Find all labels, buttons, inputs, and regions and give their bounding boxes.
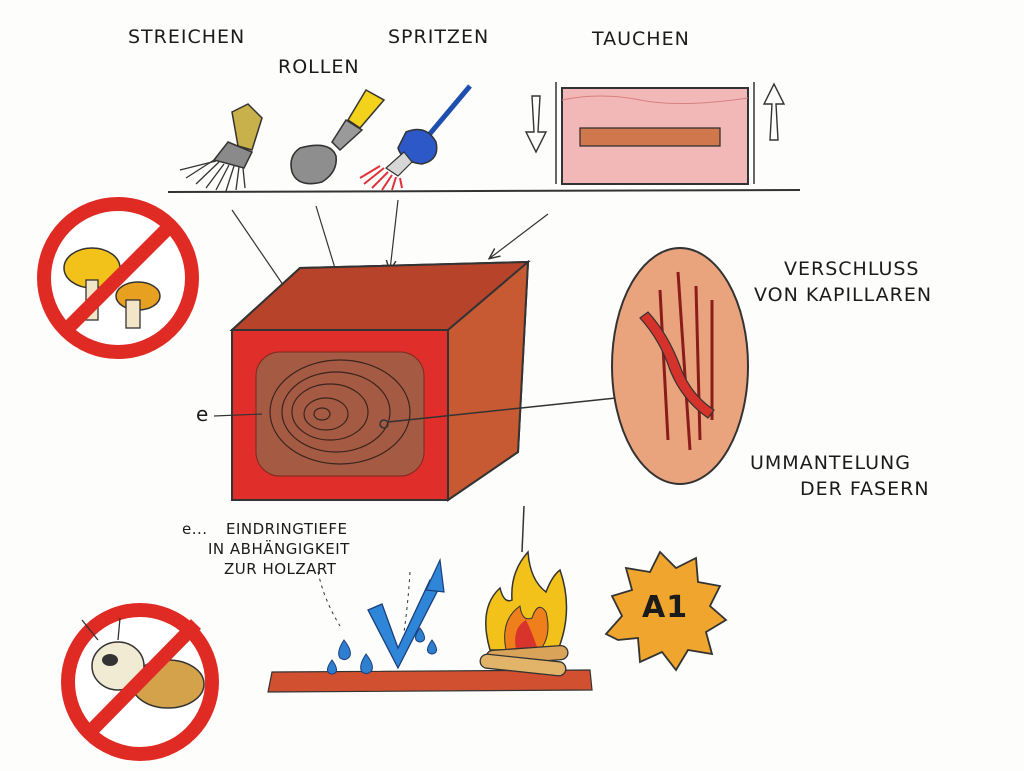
up-arrow-icon [762,82,786,141]
no-fungus-icon [37,197,199,359]
depth-guide-lines [317,571,411,633]
down-arrow-icon [524,95,548,154]
label-abhaengigkeit: IN ABHÄNGIGKEIT [208,540,350,558]
label-rollen: ROLLEN [278,56,360,78]
roller-icon [290,88,386,185]
detail-connector [387,397,617,423]
label-streichen: STREICHEN [128,26,246,48]
label-verschluss: VERSCHLUSS [784,258,920,280]
growth-rings [269,359,411,465]
badge-a1-label: A1 [642,590,689,625]
label-kapillaren: VON KAPILLAREN [754,284,933,306]
depth-leader-line [213,413,263,417]
label-tauchen: TAUCHEN [592,28,690,50]
spray-gun-icon [359,84,472,191]
paint-brush-icon [179,103,263,192]
application-baseline [167,189,801,193]
dip-tank-icon [555,82,755,185]
water-drops-icon [327,627,437,675]
label-holzart: ZUR HOLZART [224,560,337,578]
label-spritzen: SPRITZEN [388,26,490,48]
no-insect-icon [61,603,219,761]
check-mark-icon [367,557,445,670]
label-ummantelung: UMMANTELUNG [750,452,911,474]
depth-marker-e: e [196,402,210,426]
depth-legend-marker: e... [182,520,208,538]
fire-class-badge-icon [604,550,728,672]
label-fasern: DER FASERN [800,478,930,500]
label-eindringtiefe: EINDRINGTIEFE [226,520,348,538]
fiber-detail-view [611,247,749,485]
campfire-icon [479,505,569,677]
wood-block [229,259,531,502]
wood-surface [267,669,593,693]
